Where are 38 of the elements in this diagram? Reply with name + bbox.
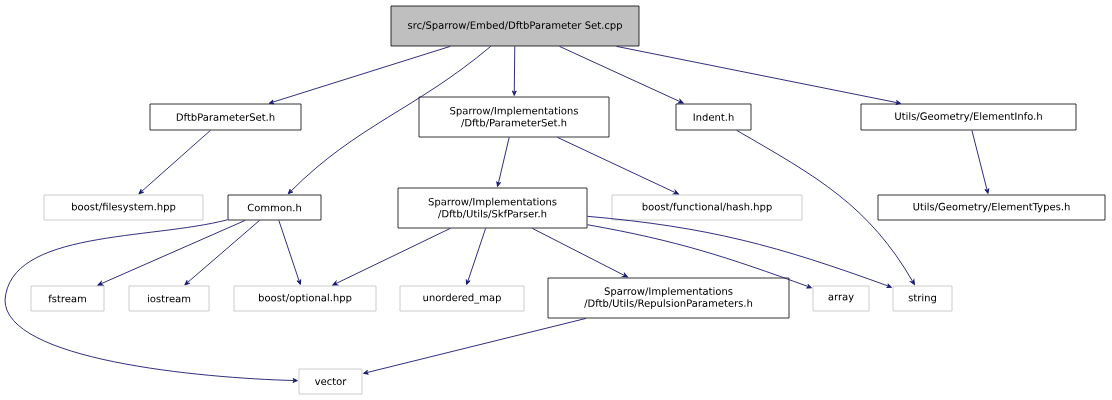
arrow [4,219,298,383]
file-box: string [892,285,953,312]
file-box: Sparrow/Implementations /Dftb/Utils/RepulsionParameters.h [547,277,790,319]
file-box: Sparrow/Implementations /Dftb/Utils/SkfParser.h [397,187,588,229]
arrow [138,129,211,195]
arrow [287,45,492,195]
file-box: fstream [30,285,105,312]
arrow [268,45,451,105]
arrow [465,227,487,285]
arrow [736,129,915,286]
file-box: iostream [128,285,210,312]
arrow [586,215,892,288]
file-box: Utils/Geometry/ElementInfo.h [860,103,1077,131]
arrow [586,224,812,289]
file-box: boost/optional.hpp [233,285,377,312]
arrow [531,227,629,278]
arrow [363,317,587,375]
file-box: boost/functional/hash.hpp [611,194,803,221]
arrow [616,45,902,105]
file-box: vector [298,368,363,395]
file-box: DftbParameterSet.h [149,103,302,131]
file-box: Indent.h [675,103,752,131]
arrow [557,136,679,195]
file-box: boost/filesystem.hpp [43,194,204,221]
arrow [97,219,246,286]
arrow [184,219,260,286]
arrow [971,129,990,194]
file-box: Common.h [227,194,322,221]
arrow [332,227,451,286]
file-box: unordered_map [399,285,525,312]
arrow [278,219,302,285]
file-box: src/Sparrow/Embed/DftbParameter Set.cpp [390,5,640,47]
file-box: Sparrow/Implementations /Dftb/ParameterSet.h [418,96,610,138]
file-box: array [812,285,870,312]
file-box: Utils/Geometry/ElementTypes.h [877,194,1106,221]
arrow [559,45,684,104]
arrow [511,45,517,96]
arrow [496,136,510,187]
